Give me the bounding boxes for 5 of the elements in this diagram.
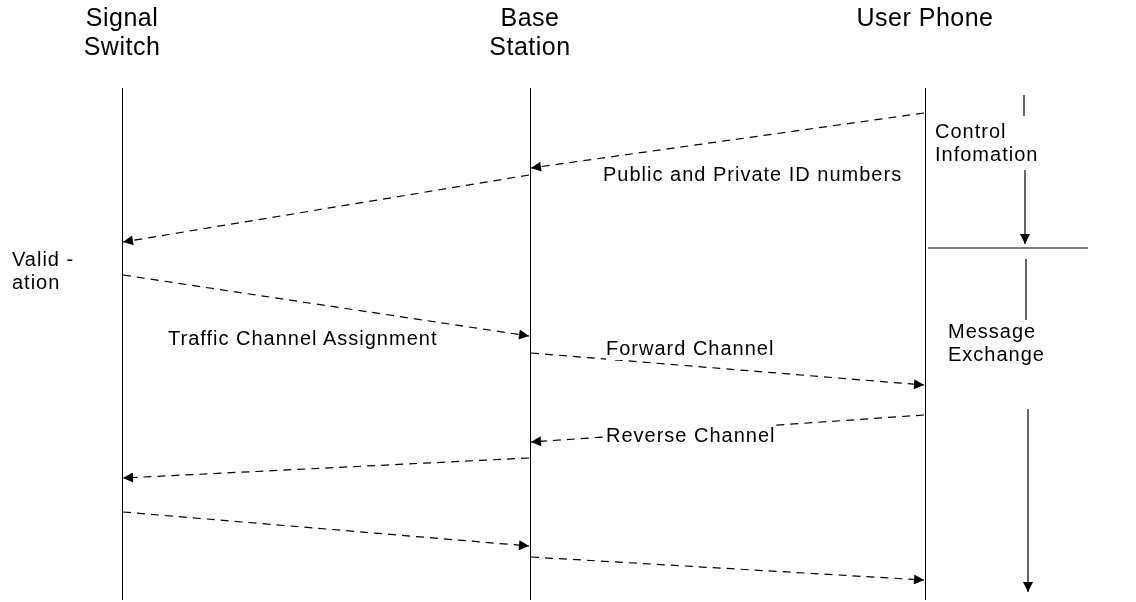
edge-label: Traffic Channel Assignment — [168, 327, 438, 350]
edge-label: Forward Channel — [606, 337, 775, 360]
participant-label: Base Station — [488, 3, 572, 61]
participant-label: Signal Switch — [82, 3, 162, 61]
participant-label: User Phone — [855, 3, 995, 32]
